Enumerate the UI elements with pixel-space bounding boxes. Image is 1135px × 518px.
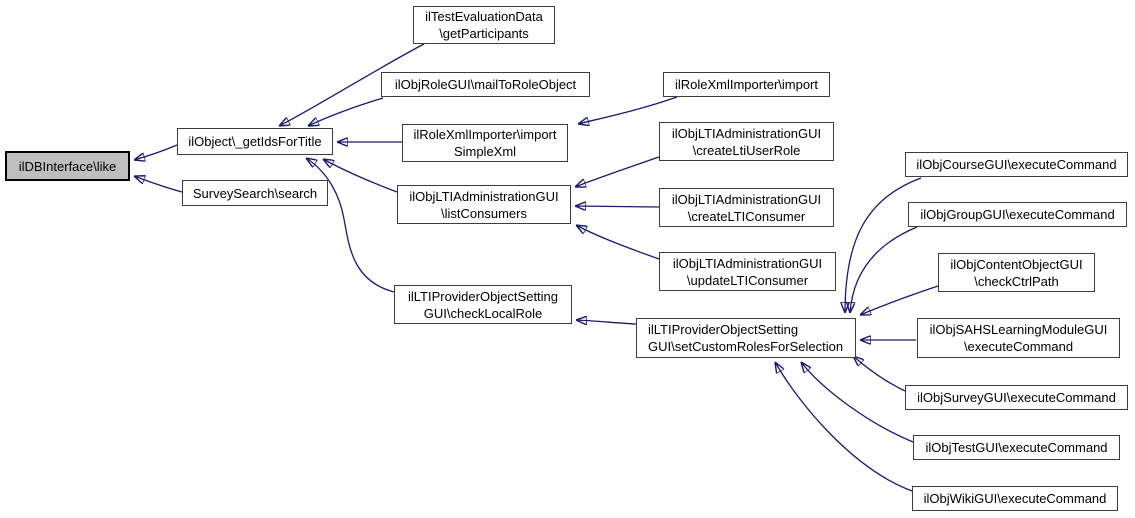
node-label: ilRoleXmlImporter\import [674,77,819,92]
node-label-line2: SimpleXml [453,144,517,159]
edge-checklocalrole-to-getidsfortitle [306,158,395,293]
node-ilrolexmlimporter-importsimplexml[interactable]: ilRoleXmlImporter\import SimpleXml [402,124,568,162]
edge-group-to-setcustomroles [850,226,918,313]
node-label-line2: \createLtiUserRole [692,142,801,158]
node-ilobjcontentobjectgui-checkctrlpath[interactable]: ilObjContentObjectGUI \checkCtrlPath [938,253,1095,292]
node-ilobjltiadministrationgui-createlticonsumer[interactable]: ilObjLTIAdministrationGUI \createLTICons… [659,188,834,227]
node-ilobjtestgui-executecommand[interactable]: ilObjTestGUI\executeCommand [913,435,1120,460]
edge-createltiuserrole-to-listconsumers [575,156,660,187]
node-ilobjsurveygui-executecommand[interactable]: ilObjSurveyGUI\executeCommand [905,385,1128,410]
node-label-line2: GUI\checkLocalRole [423,305,543,321]
node-label: ilObjCourseGUI\executeCommand [916,157,1117,172]
node-label-line1: ilTestEvaluationData [425,9,543,24]
node-label: ilObjGroupGUI\executeCommand [920,207,1115,222]
node-label: ilObjWikiGUI\executeCommand [923,491,1107,506]
edge-surveysearch-to-dblike [134,176,183,193]
node-ilobjltiadministrationgui-listconsumers[interactable]: ilObjLTIAdministrationGUI \listConsumers [397,185,571,224]
node-label-line1: ilObjLTIAdministrationGUI [671,191,822,207]
node-label-line2: GUI\setCustomRolesForSelection [648,339,844,354]
node-label-line1: ilObjSAHSLearningModuleGUI [929,322,1108,337]
node-ilobjltiadministrationgui-updatelticonsumer[interactable]: ilObjLTIAdministrationGUI \updateLTICons… [659,252,836,291]
node-label-line2: \updateLTIConsumer [686,272,809,288]
node-label-line2: \listConsumers [441,205,527,221]
node-surveysearch-search[interactable]: SurveySearch\search [182,180,328,206]
edge-checkctrlpath-to-setcustomroles [860,285,939,315]
node-label-line1: ilLTIProviderObjectSetting [407,288,559,304]
node-label-line2: \executeCommand [963,339,1074,354]
edge-test-to-setcustomroles [801,362,914,443]
node-ilobjgroupgui-executecommand[interactable]: ilObjGroupGUI\executeCommand [908,202,1127,227]
node-ilobjltiadministrationgui-createltiuserrole[interactable]: ilObjLTIAdministrationGUI \createLtiUser… [659,122,834,161]
edge-updatelticonsumer-to-listconsumers [576,225,660,260]
node-ilobject-getidsfortitle[interactable]: ilObject\_getIdsForTitle [177,128,333,155]
edge-listconsumers-to-getidsfortitle [323,159,398,193]
node-label: SurveySearch\search [192,185,318,201]
node-label-line2: \createLTIConsumer [687,208,806,224]
edge-mailtoroleobject-to-getidsfortitle [308,97,384,126]
node-label: ilObjTestGUI\executeCommand [925,440,1108,455]
node-label-line1: ilObjLTIAdministrationGUI [409,188,559,204]
node-label-line1: ilObjLTIAdministrationGUI [672,255,823,271]
node-label: ilObjSurveyGUI\executeCommand [917,390,1116,405]
node-label: ilObject\_getIdsForTitle [188,134,322,149]
node-label: ilDBInterface\like [18,158,117,174]
edge-getidsfortitle-to-dblike [134,144,178,160]
node-illtiproviderobjectsettinggui-setcustomrolesforselection[interactable]: ilLTIProviderObjectSetting GUI\setCustom… [636,318,856,358]
node-ilobjrolegui-mailtoroleobject[interactable]: ilObjRoleGUI\mailToRoleObject [381,72,590,97]
node-ildbinterface-like: ilDBInterface\like [5,151,130,181]
node-label: ilObjRoleGUI\mailToRoleObject [394,77,577,92]
node-label-line1: ilLTIProviderObjectSetting [648,322,799,337]
node-ilobjcoursegui-executecommand[interactable]: ilObjCourseGUI\executeCommand [905,152,1128,177]
edge-survey-to-setcustomroles [853,356,906,392]
node-iltestevaluationdata-getparticipants[interactable]: ilTestEvaluationData \getParticipants [413,6,555,44]
edge-wiki-to-setcustomroles [775,362,913,492]
node-label-line1: ilRoleXmlImporter\import [413,127,557,142]
node-label-line1: ilObjContentObjectGUI [950,256,1083,272]
node-ilrolexmlimporter-import[interactable]: ilRoleXmlImporter\import [663,72,830,97]
node-ilobjwikigui-executecommand[interactable]: ilObjWikiGUI\executeCommand [912,486,1118,511]
edge-course-to-setcustomroles [845,177,922,313]
node-label-line2: \checkCtrlPath [974,273,1059,289]
node-ilobjsahslearningmodulegui-executecommand[interactable]: ilObjSAHSLearningModuleGUI \executeComma… [917,318,1120,358]
edge-createlticonsumer-to-listconsumers [575,206,660,207]
node-label-line2: \getParticipants [439,26,529,41]
edge-setcustomroles-to-checklocalrole [576,320,637,324]
node-illtiproviderobjectsettinggui-checklocalrole[interactable]: ilLTIProviderObjectSetting GUI\checkLoca… [394,285,572,324]
edge-import-to-importsimplexml [578,96,678,124]
node-label-line1: ilObjLTIAdministrationGUI [671,125,822,141]
edge-getparticipants-to-getidsfortitle [279,43,425,126]
